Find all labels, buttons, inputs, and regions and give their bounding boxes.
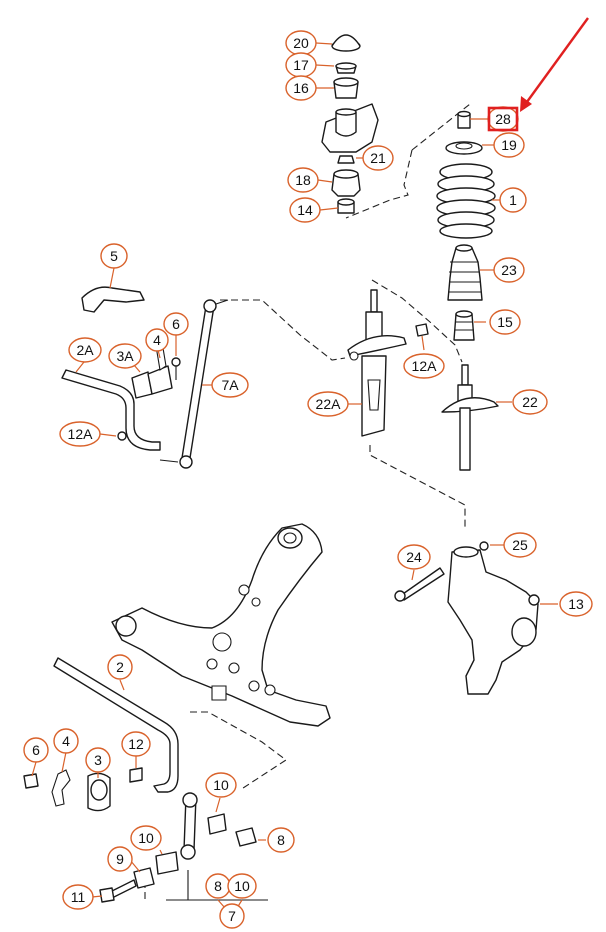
callout-4-lower[interactable]: 4 xyxy=(53,728,79,754)
callout-label: 16 xyxy=(293,80,309,96)
callout-13[interactable]: 13 xyxy=(559,591,593,617)
callout-label: 4 xyxy=(153,332,161,348)
callout-23[interactable]: 23 xyxy=(493,257,525,283)
top-mount-stack xyxy=(321,34,379,153)
callout-12A-right[interactable]: 12A xyxy=(403,353,445,379)
callout-4-upper[interactable]: 4 xyxy=(145,328,169,352)
callout-label: 23 xyxy=(501,262,517,278)
callout-24[interactable]: 24 xyxy=(397,544,431,570)
assembly-dashed-lines xyxy=(144,103,471,900)
callout-20[interactable]: 20 xyxy=(285,30,317,56)
callout-label: 4 xyxy=(62,733,70,749)
callout-8-a[interactable]: 8 xyxy=(267,827,295,853)
nut-12A-strut xyxy=(415,323,429,337)
callout-22[interactable]: 22 xyxy=(512,389,548,415)
callout-3[interactable]: 3 xyxy=(85,747,111,773)
callout-label: 13 xyxy=(568,596,584,612)
callout-label: 3A xyxy=(116,348,134,364)
callout-21[interactable]: 21 xyxy=(362,145,394,171)
callout-2[interactable]: 2 xyxy=(107,654,133,680)
callout-label: 6 xyxy=(172,316,180,332)
clamp-5 xyxy=(81,286,145,313)
callout-label: 8 xyxy=(277,832,285,848)
callout-label: 21 xyxy=(370,150,386,166)
highlight-box xyxy=(487,106,519,132)
callout-1[interactable]: 1 xyxy=(499,187,527,213)
callout-label: 14 xyxy=(297,202,313,218)
link-7A xyxy=(159,299,229,469)
strut-22A xyxy=(347,289,407,437)
arrowhead-icon xyxy=(520,96,532,112)
callout-label: 7A xyxy=(221,377,239,393)
callout-18[interactable]: 18 xyxy=(287,167,319,193)
callout-label: 10 xyxy=(234,878,250,894)
callout-label: 3 xyxy=(94,752,102,768)
callout-label: 1 xyxy=(509,192,517,208)
callout-label: 9 xyxy=(116,851,124,867)
callout-label: 6 xyxy=(32,742,40,758)
stabilizer-2 xyxy=(23,657,179,812)
callout-label: 8 xyxy=(214,878,222,894)
leader-lines xyxy=(31,42,558,918)
callout-label: 24 xyxy=(406,549,422,565)
bump-stop-parts xyxy=(331,155,361,214)
callout-12[interactable]: 12 xyxy=(121,731,151,757)
callout-11[interactable]: 11 xyxy=(62,884,94,910)
callout-label: 10 xyxy=(138,830,154,846)
callout-6-lower[interactable]: 6 xyxy=(23,737,49,763)
callout-label: 2 xyxy=(116,659,124,675)
callout-bubbles: 20 17 16 28 19 21 18 1 14 5 23 6 15 2A 4… xyxy=(23,30,593,929)
callout-7[interactable]: 7 xyxy=(219,903,245,929)
strut-22 xyxy=(441,364,499,471)
callout-15[interactable]: 15 xyxy=(489,309,521,335)
strut-boot-parts xyxy=(447,244,483,341)
callout-label: 12 xyxy=(128,736,144,752)
callout-10-b[interactable]: 10 xyxy=(130,825,162,851)
callout-16[interactable]: 16 xyxy=(285,75,317,101)
callout-28[interactable]: 28 xyxy=(487,106,519,132)
callout-label: 15 xyxy=(497,314,513,330)
coil-spring xyxy=(436,163,496,239)
callout-6-upper[interactable]: 6 xyxy=(163,312,189,336)
callout-7A[interactable]: 7A xyxy=(211,372,249,398)
highlight-marker xyxy=(487,17,589,132)
callout-2A[interactable]: 2A xyxy=(68,337,102,363)
callout-19[interactable]: 19 xyxy=(493,132,525,158)
callout-label: 12A xyxy=(68,426,94,442)
callout-label: 19 xyxy=(501,137,517,153)
callout-10-c[interactable]: 10 xyxy=(227,873,257,899)
steering-knuckle xyxy=(394,541,540,695)
callout-label: 10 xyxy=(213,777,229,793)
callout-label: 18 xyxy=(295,172,311,188)
callout-10-a[interactable]: 10 xyxy=(205,772,237,798)
callout-12A-left[interactable]: 12A xyxy=(59,421,101,447)
callout-label: 25 xyxy=(512,537,528,553)
callout-label: 12A xyxy=(412,358,438,374)
link-7 xyxy=(99,792,268,903)
callout-22A[interactable]: 22A xyxy=(307,391,349,417)
callout-8-b[interactable]: 8 xyxy=(205,873,231,899)
callout-label: 22 xyxy=(522,394,538,410)
callout-17[interactable]: 17 xyxy=(285,52,317,78)
callout-label: 7 xyxy=(228,908,236,924)
callout-label: 5 xyxy=(110,248,118,264)
callout-9[interactable]: 9 xyxy=(107,846,133,872)
callout-25[interactable]: 25 xyxy=(503,532,537,558)
callout-label: 22A xyxy=(316,396,342,412)
callout-3A[interactable]: 3A xyxy=(108,343,142,369)
callout-label: 20 xyxy=(293,35,309,51)
callout-label: 28 xyxy=(495,111,511,127)
strut-top-parts xyxy=(436,110,496,239)
control-arm xyxy=(111,523,331,727)
callout-label: 2A xyxy=(76,342,94,358)
callout-label: 11 xyxy=(71,889,86,905)
callout-14[interactable]: 14 xyxy=(289,197,321,223)
highlight-arrow xyxy=(523,17,589,107)
callout-5[interactable]: 5 xyxy=(100,243,128,269)
callout-label: 17 xyxy=(293,57,309,73)
